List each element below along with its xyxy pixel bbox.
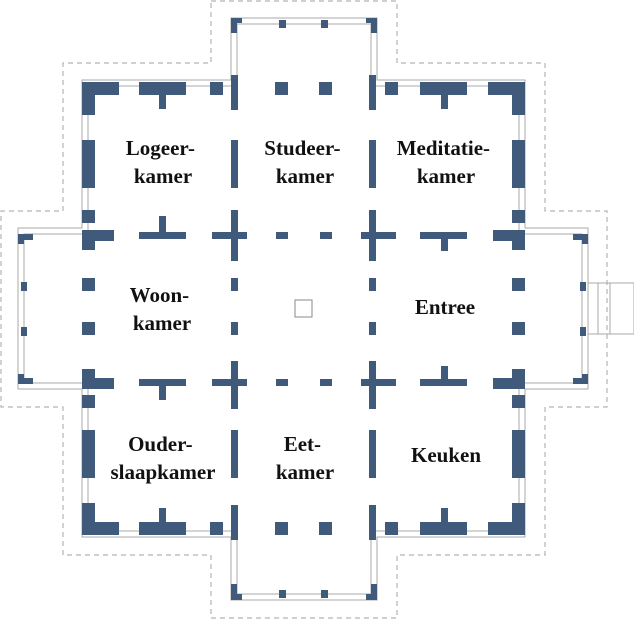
wall-piece (159, 216, 166, 232)
wall-piece (82, 140, 95, 188)
wall-piece (420, 379, 467, 386)
wall-piece (279, 20, 286, 28)
wall-piece (21, 282, 27, 291)
wall-piece (512, 278, 525, 291)
room-label-woonkamer: Woon- kamer (130, 283, 195, 335)
wall-piece (139, 82, 186, 95)
wall-piece (385, 522, 398, 535)
wall-piece (82, 395, 95, 408)
wall-piece (580, 282, 586, 291)
wall-piece (369, 140, 376, 188)
wall-piece (231, 75, 238, 110)
wall-piece (231, 430, 238, 478)
wall-piece (82, 322, 95, 335)
wall-piece (369, 322, 376, 335)
wall-piece (275, 82, 288, 95)
wall-piece (369, 361, 376, 409)
wall-piece (82, 278, 95, 291)
wall-piece (441, 95, 448, 109)
wall-piece (369, 278, 376, 291)
wall-piece (366, 18, 377, 33)
wall-piece (321, 590, 328, 598)
wall-piece (512, 395, 525, 408)
wall-piece (231, 584, 242, 600)
wall-piece (82, 210, 95, 223)
wall-piece (139, 232, 186, 239)
wall-piece (231, 18, 242, 33)
wall-piece (139, 522, 186, 535)
room-label-studeerkamer: Studeer- kamer (264, 136, 345, 188)
wall-piece (488, 82, 525, 115)
wall-piece (159, 508, 166, 522)
center-column (294, 299, 313, 318)
wall-piece (231, 322, 238, 335)
wall-piece (366, 584, 377, 600)
wall-piece (420, 82, 467, 95)
wall-piece (420, 232, 467, 239)
wall-piece (82, 82, 119, 115)
wall-piece (139, 379, 186, 386)
wall-piece (159, 386, 166, 400)
wall-piece (369, 430, 376, 478)
wall-piece (231, 505, 238, 540)
room-label-ouderslaapkamer: Ouder- slaapkamer (111, 432, 216, 484)
wall-piece (276, 232, 288, 239)
wall-piece (369, 75, 376, 110)
wall-piece (420, 522, 467, 535)
wall-piece (231, 361, 238, 409)
wall-piece (385, 82, 398, 95)
wall-piece (441, 508, 448, 522)
wall-piece (319, 82, 332, 95)
wall-piece (18, 234, 33, 244)
wall-piece (441, 239, 448, 251)
wall-piece (320, 379, 332, 386)
wall-piece (493, 369, 525, 389)
room-label-keuken: Keuken (411, 443, 481, 467)
wall-piece (580, 327, 586, 336)
wall-piece (573, 374, 588, 384)
wall-piece (361, 379, 396, 386)
wall-piece (369, 210, 376, 261)
wall-piece (512, 210, 525, 223)
wall-piece (231, 140, 238, 188)
wall-piece (493, 230, 525, 250)
wall-piece (212, 379, 247, 386)
wall-piece (82, 430, 95, 478)
wall-piece (319, 522, 332, 535)
wall-piece (210, 522, 223, 535)
room-label-eetkamer: Eet- kamer (276, 432, 334, 484)
wall-piece (275, 522, 288, 535)
wall-piece (159, 95, 166, 109)
room-labels: Logeer- kamer Studeer- kamer Meditatie- … (111, 136, 496, 484)
site-boundary (0, 0, 608, 619)
wall-piece (210, 82, 223, 95)
room-label-entree: Entree (415, 295, 475, 319)
wall-piece (321, 20, 328, 28)
wall-piece (82, 230, 114, 250)
wall-piece (231, 278, 238, 291)
wall-piece (82, 503, 119, 535)
wall-piece (212, 232, 247, 239)
wall-piece (369, 505, 376, 540)
wall-piece (320, 232, 332, 239)
wall-piece (441, 366, 448, 379)
wall-piece (21, 327, 27, 336)
wall-piece (488, 503, 525, 535)
wall-piece (361, 232, 396, 239)
wall-piece (512, 430, 525, 478)
room-label-logeerkamer: Logeer- kamer (126, 136, 200, 188)
wall-piece (231, 210, 238, 261)
wall-piece (276, 379, 288, 386)
wall-piece (82, 369, 114, 389)
wall-piece (18, 374, 33, 384)
walls (18, 18, 588, 600)
wall-piece (573, 234, 588, 244)
wall-piece (512, 322, 525, 335)
entrance-steps (587, 282, 634, 335)
wall-piece (279, 590, 286, 598)
room-label-meditatiekamer: Meditatie- kamer (397, 136, 496, 188)
wall-piece (512, 140, 525, 188)
